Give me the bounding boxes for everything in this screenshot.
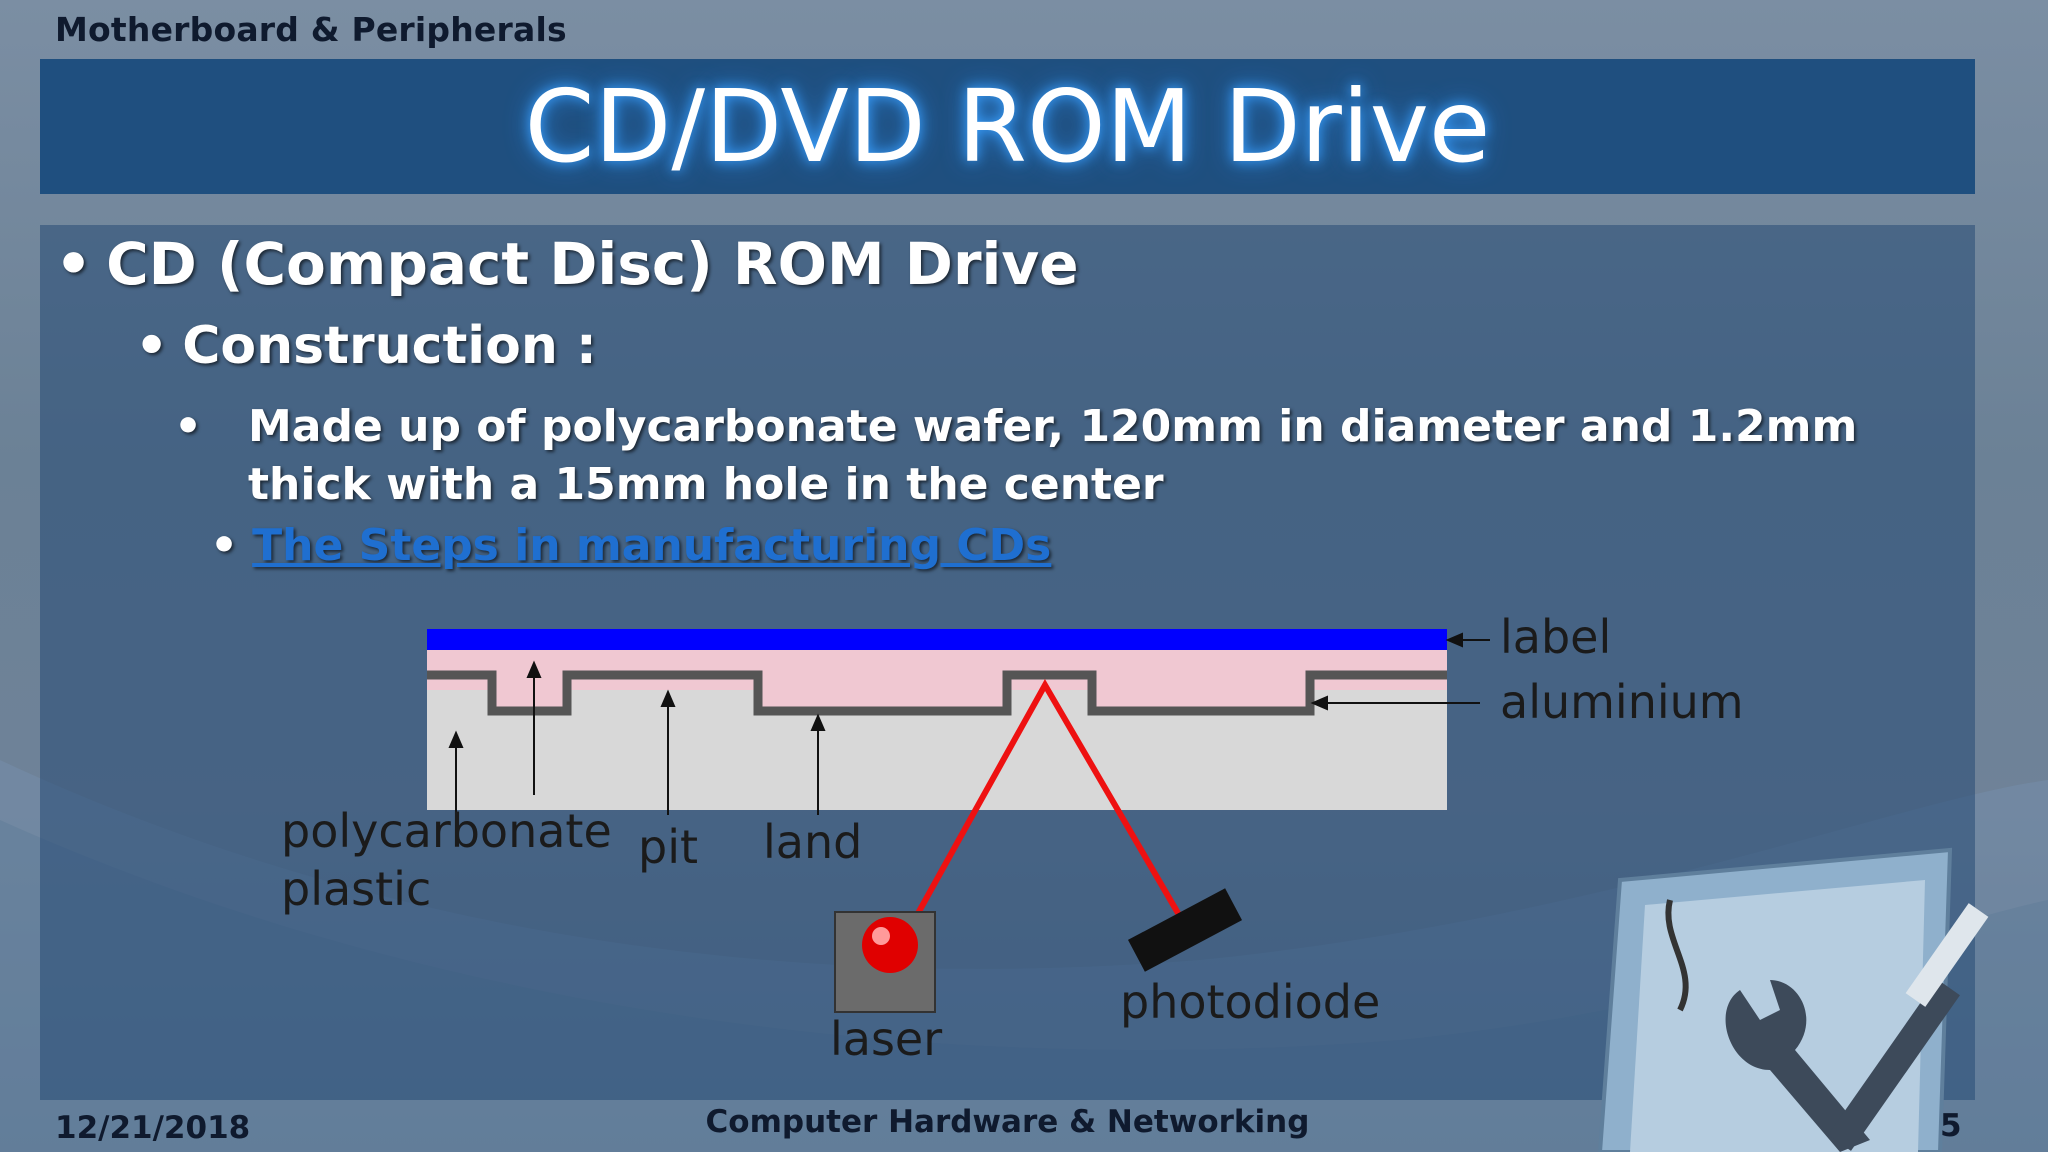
bullet-dot: • <box>55 230 93 298</box>
cd-cross-section-diagram: label aluminium polycarbonate plastic pi… <box>281 615 1744 1066</box>
label-layer <box>427 629 1447 650</box>
pit-text: pit <box>638 820 698 874</box>
slide-title: CD/DVD ROM Drive <box>524 68 1491 185</box>
footer-page-number: 5 <box>1940 1108 1962 1144</box>
title-bar: CD/DVD ROM Drive <box>40 59 1975 194</box>
bullet-text: Made up of polycarbonate wafer, 120mm in… <box>248 401 1858 510</box>
footer-course: Computer Hardware & Networking <box>705 1104 1310 1140</box>
bullet-text: Construction : <box>182 316 597 376</box>
section-label: Motherboard & Peripherals <box>55 10 567 49</box>
bullet-level-2: •Construction : <box>135 316 597 376</box>
bullet-level-1: •CD (Compact Disc) ROM Drive <box>55 230 1079 298</box>
photodiode-sensor <box>1127 888 1243 972</box>
label-text: label <box>1500 615 1611 664</box>
polycarbonate-text: polycarbonate <box>281 804 612 858</box>
laser-beam <box>889 678 1185 962</box>
aluminium-text: aluminium <box>1500 675 1744 729</box>
bullet-level-3-link: • The Steps in manufacturing CDs <box>210 520 1051 571</box>
bullet-text: CD (Compact Disc) ROM Drive <box>106 230 1079 298</box>
bullet-level-3: • Made up of polycarbonate wafer, 120mm i… <box>174 398 1970 514</box>
bullet-dot: • <box>210 520 239 571</box>
plastic-text: plastic <box>281 862 431 916</box>
photodiode-text: photodiode <box>1120 975 1380 1029</box>
laser-emitter <box>862 917 918 973</box>
manufacturing-link[interactable]: The Steps in manufacturing CDs <box>252 520 1052 571</box>
bullet-dot: • <box>174 401 203 452</box>
bullet-dot: • <box>135 316 169 376</box>
tools-clipart <box>1597 847 1989 1152</box>
aluminium-layer <box>427 670 1447 716</box>
footer-date: 12/21/2018 <box>55 1110 251 1146</box>
land-text: land <box>763 815 862 869</box>
laser-text: laser <box>830 1012 942 1066</box>
